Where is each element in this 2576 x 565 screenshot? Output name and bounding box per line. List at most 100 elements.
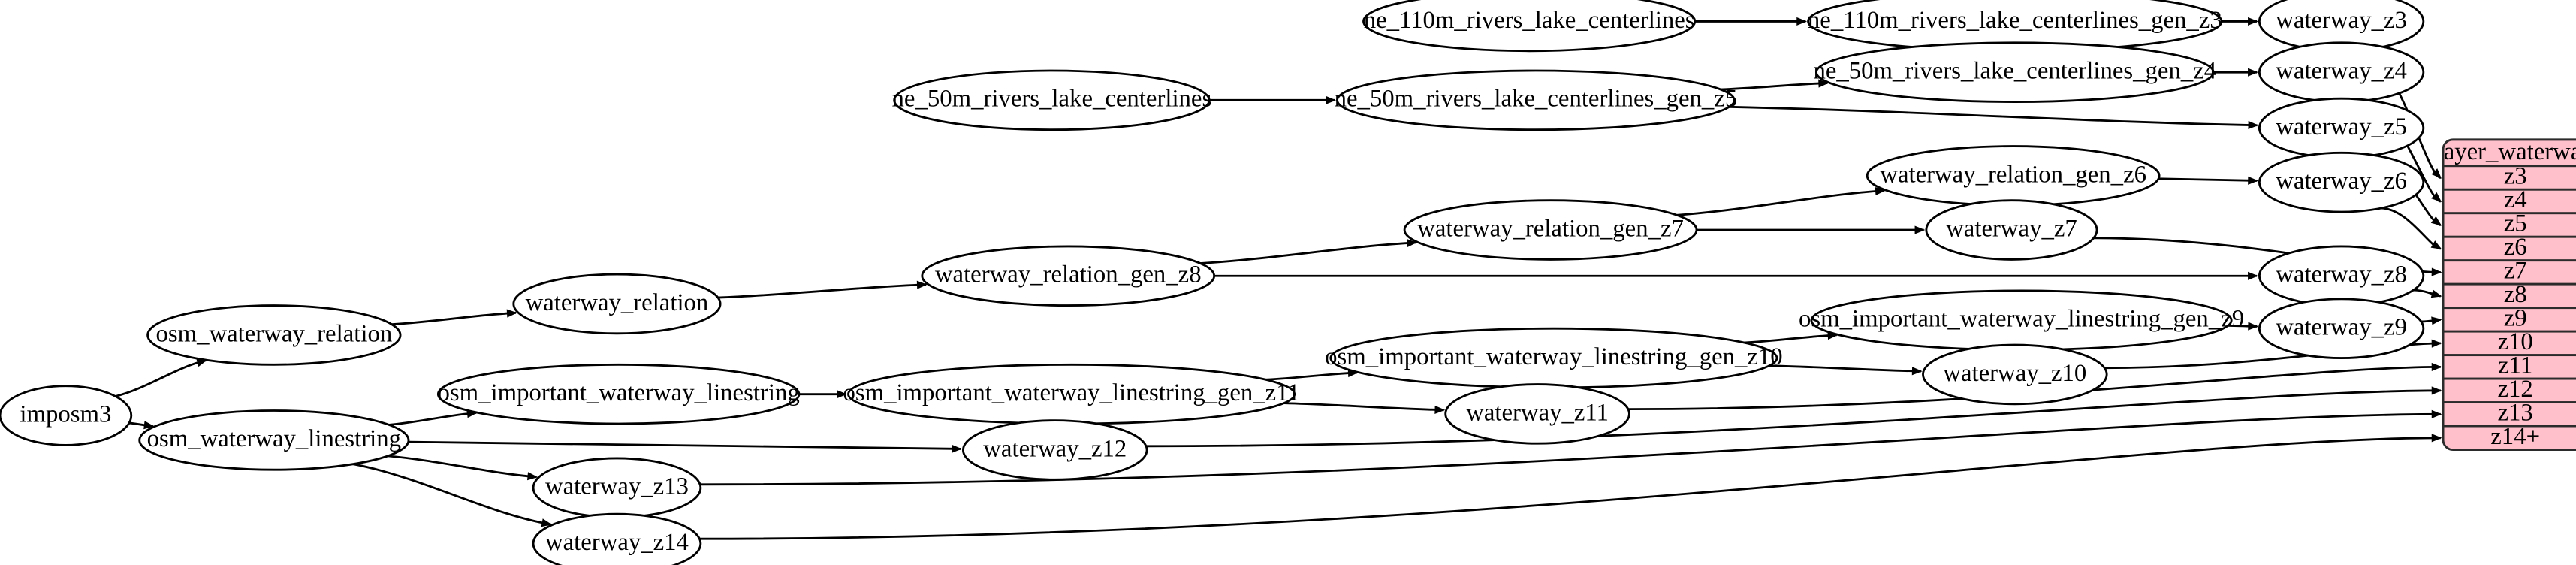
edge-waterway_relation-to-waterway_relation_gen_z8	[717, 283, 927, 299]
edge-arrowhead	[2431, 267, 2442, 276]
node-shape[interactable]	[146, 304, 402, 366]
node-osm_waterway_linestring[interactable]: osm_waterway_linestring	[138, 409, 410, 471]
layer-waterway-table: layer_waterwayz3z4z5z6z7z8z9z10z11z12z13…	[2437, 138, 2576, 451]
node-label: osm_waterway_relation	[155, 320, 392, 347]
node-shape[interactable]	[962, 419, 1148, 481]
node-waterway_z4[interactable]: waterway_z4	[2258, 41, 2425, 103]
node-label: waterway_z5	[2276, 113, 2407, 140]
node-shape[interactable]	[2258, 298, 2425, 359]
edge-arrowhead	[2431, 434, 2442, 443]
node-waterway_z3[interactable]: waterway_z3	[2258, 0, 2425, 53]
node-shape[interactable]	[2258, 151, 2425, 213]
table-row-z9[interactable]	[2443, 307, 2576, 333]
node-ne_110m_rivers_lake_centerlines_gen_z3[interactable]: ne_110m_rivers_lake_centerlines_gen_z3	[1807, 0, 2223, 53]
node-waterway_z8[interactable]: waterway_z8	[2258, 245, 2425, 307]
node-shape[interactable]	[1925, 199, 2098, 261]
edge-arrowhead	[1407, 238, 1418, 248]
node-ne_50m_rivers_lake_centerlines[interactable]: ne_50m_rivers_lake_centerlines	[892, 69, 1212, 131]
edge-imposm3-to-osm_waterway_relation	[115, 359, 207, 397]
node-shape[interactable]	[921, 245, 1216, 307]
table-row-label: z12	[2498, 376, 2533, 403]
edge-arrowhead	[2248, 271, 2258, 280]
node-shape[interactable]	[1362, 0, 1697, 53]
node-shape[interactable]	[1922, 343, 2108, 406]
table-row-label: z8	[2504, 281, 2527, 308]
node-label: waterway_relation_gen_z8	[935, 261, 1202, 289]
node-label: waterway_z10	[1943, 360, 2086, 387]
node-waterway_relation_gen_z8[interactable]: waterway_relation_gen_z8	[921, 245, 1216, 307]
edge-arrowhead	[2430, 240, 2442, 249]
edge-arrowhead	[527, 472, 538, 481]
edge-arrowhead	[2248, 17, 2258, 26]
node-label: ne_50m_rivers_lake_centerlines	[892, 86, 1212, 113]
edge-osm_important_waterway_linestring_gen_z11-to-osm_important_waterway_linestring_gen_z10	[1265, 371, 1358, 381]
node-label: osm_important_waterway_linestring	[438, 379, 800, 406]
node-waterway_z7[interactable]: waterway_z7	[1925, 199, 2098, 261]
node-label: osm_important_waterway_linestring_gen_z9	[1799, 306, 2244, 333]
table-header-cell	[2443, 139, 2576, 168]
node-shape[interactable]	[0, 385, 133, 446]
edge-arrowhead	[2431, 168, 2442, 179]
table-row-z7[interactable]	[2443, 259, 2576, 286]
edge-arrowhead	[2430, 216, 2442, 226]
node-waterway_z14[interactable]: waterway_z14	[532, 512, 702, 565]
node-ne_50m_rivers_lake_centerlines_gen_z4[interactable]: ne_50m_rivers_lake_centerlines_gen_z4	[1814, 41, 2217, 103]
table-row-label: z3	[2504, 163, 2527, 190]
node-shape[interactable]	[1403, 199, 1698, 261]
node-label: ne_110m_rivers_lake_centerlines_gen_z3	[1808, 7, 2222, 34]
node-waterway_z9[interactable]: waterway_z9	[2258, 298, 2425, 359]
edge-arrowhead	[541, 518, 553, 527]
node-waterway_z12[interactable]: waterway_z12	[962, 419, 1148, 481]
node-label: ne_50m_rivers_lake_centerlines_gen_z5	[1335, 86, 1738, 113]
edge-arrowhead	[1911, 367, 1923, 376]
node-osm_waterway_relation[interactable]: osm_waterway_relation	[146, 304, 402, 366]
edge-waterway_z14-to-layer-z14+	[699, 437, 2441, 540]
table-row-z8[interactable]	[2443, 282, 2576, 310]
edge-arrowhead	[1326, 95, 1337, 104]
edge-ne_50m_rivers_lake_centerlines_gen_z5-to-ne_50m_rivers_lake_centerlines_gen_z4	[1721, 82, 1828, 91]
node-shape[interactable]	[436, 363, 801, 425]
edge-arrowhead	[2431, 409, 2442, 418]
edge-osm_waterway_linestring-to-waterway_z13	[388, 455, 537, 479]
node-osm_important_waterway_linestring_gen_z10[interactable]: osm_important_waterway_linestring_gen_z1…	[1325, 327, 1783, 389]
node-waterway_relation_gen_z7[interactable]: waterway_relation_gen_z7	[1403, 199, 1698, 261]
table-row-label: z5	[2504, 210, 2527, 237]
edge-arrowhead	[506, 309, 517, 318]
node-waterway_z5[interactable]: waterway_z5	[2258, 97, 2425, 159]
edge-osm_important_waterway_linestring_gen_z11-to-waterway_z11	[1283, 402, 1444, 412]
node-waterway_z6[interactable]: waterway_z6	[2258, 151, 2425, 213]
node-label: waterway_z7	[1946, 215, 2077, 242]
edge-arrowhead	[2431, 192, 2442, 203]
node-osm_important_waterway_linestring_gen_z9[interactable]: osm_important_waterway_linestring_gen_z9	[1799, 289, 2244, 352]
node-shape[interactable]	[893, 69, 1211, 131]
edge-osm_important_waterway_linestring_gen_z10-to-osm_important_waterway_linestring_gen_z9	[1744, 334, 1837, 344]
node-osm_important_waterway_linestring_gen_z11[interactable]: osm_important_waterway_linestring_gen_z1…	[843, 363, 1300, 425]
node-shape[interactable]	[512, 273, 722, 335]
node-label: waterway_relation_gen_z7	[1417, 215, 1684, 242]
node-waterway_z11[interactable]: waterway_z11	[1444, 383, 1630, 445]
node-osm_important_waterway_linestring[interactable]: osm_important_waterway_linestring	[436, 363, 801, 425]
node-waterway_z13[interactable]: waterway_z13	[532, 457, 702, 519]
table-header-label: layer_waterway	[2437, 138, 2576, 165]
node-ne_50m_rivers_lake_centerlines_gen_z5[interactable]: ne_50m_rivers_lake_centerlines_gen_z5	[1335, 69, 1738, 131]
table-row-label: z7	[2504, 258, 2527, 285]
edge-arrowhead	[2431, 362, 2442, 372]
node-label: ne_50m_rivers_lake_centerlines_gen_z4	[1814, 58, 2217, 85]
node-shape[interactable]	[1336, 69, 1736, 131]
edge-arrowhead	[952, 444, 962, 453]
node-label: osm_important_waterway_linestring_gen_z1…	[843, 379, 1299, 406]
edge-waterway_z6-to-layer-z6	[2381, 207, 2442, 250]
node-ne_110m_rivers_lake_centerlines[interactable]: ne_110m_rivers_lake_centerlines	[1362, 0, 1697, 53]
node-shape[interactable]	[1815, 41, 2215, 103]
node-shape[interactable]	[532, 512, 702, 565]
node-label: waterway_relation	[526, 289, 709, 316]
node-waterway_relation_gen_z6[interactable]: waterway_relation_gen_z6	[1866, 145, 2161, 207]
node-waterway_relation[interactable]: waterway_relation	[512, 273, 722, 335]
node-imposm3[interactable]: imposm3	[0, 385, 133, 446]
node-shape[interactable]	[138, 409, 410, 471]
node-shape[interactable]	[1444, 383, 1630, 445]
node-waterway_z10[interactable]: waterway_z10	[1922, 343, 2108, 406]
node-label: waterway_z11	[1466, 399, 1609, 426]
table-row-z6[interactable]	[2443, 235, 2576, 262]
